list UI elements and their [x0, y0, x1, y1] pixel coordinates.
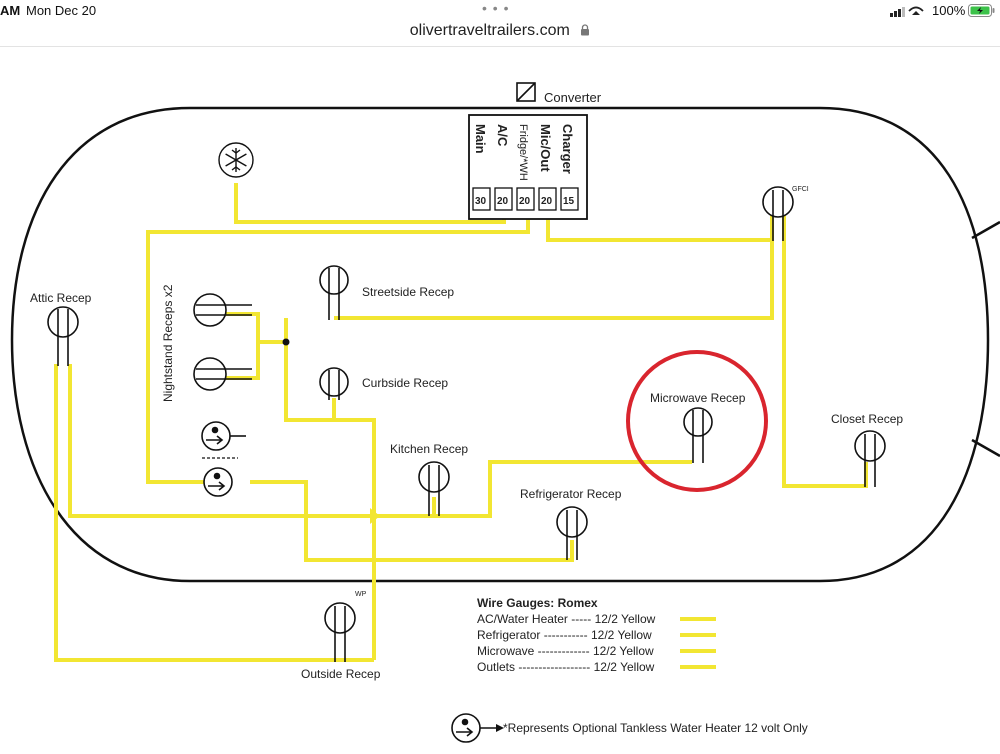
wire-ac: [234, 183, 506, 224]
wire-closet: [782, 212, 868, 488]
wire-attic: [54, 364, 374, 662]
nightstand-receptacle-upper-icon: [193, 293, 252, 327]
wire-junction: [282, 338, 290, 346]
lock-icon: [581, 24, 590, 36]
wire-streetside-drop: [284, 318, 336, 422]
curbside-recep-label: Curbside Recep: [362, 376, 448, 390]
converter-label: Converter: [544, 90, 602, 105]
gfci-label: GFCI: [792, 186, 809, 193]
attic-recep-label: Attic Recep: [30, 291, 92, 305]
wire-runs: [54, 183, 868, 662]
curbside-receptacle-icon: [319, 367, 349, 400]
multitask-dots-icon[interactable]: • • •: [482, 0, 510, 16]
panel-columns: Main A/C Fridge/*WH Mic/Out Charger: [473, 124, 575, 181]
panel-col-main: Main: [473, 124, 488, 154]
receptacles: [47, 186, 886, 662]
panel-col-ac: A/C: [495, 124, 510, 147]
microwave-receptacle-icon: [683, 407, 713, 463]
wire-mic-out: [546, 210, 774, 242]
breaker-main: 30: [475, 196, 487, 207]
battery-percent: 100%: [932, 3, 966, 18]
water-heater-symbols: [201, 421, 246, 497]
water-heater-upper-icon: [201, 421, 246, 459]
legend-title: Wire Gauges: Romex: [477, 596, 598, 610]
refrigerator-recep-label: Refrigerator Recep: [520, 487, 622, 501]
status-date: Mon Dec 20: [26, 3, 97, 18]
kitchen-receptacle-icon: [418, 461, 450, 516]
battery-icon: [968, 4, 995, 17]
outside-recep-label: Outside Recep: [301, 667, 381, 681]
signal-wifi-icons: [890, 6, 924, 17]
trailer-outline: [10, 106, 990, 583]
wire-fridge-branch: [250, 480, 574, 562]
footnote-arrow: [496, 724, 504, 732]
panel-col-charger: Charger: [560, 124, 575, 174]
microwave-recep-label: Microwave Recep: [650, 391, 746, 405]
water-heater-lower-icon: [203, 467, 233, 497]
breaker-ac: 20: [497, 196, 509, 207]
streetside-receptacle-icon: [319, 265, 349, 320]
legend-row-refrigerator: Refrigerator ----------- 12/2 Yellow: [477, 628, 652, 642]
refrigerator-receptacle-icon: [556, 506, 588, 560]
closet-recep-label: Closet Recep: [831, 412, 903, 426]
legend-swatches: [680, 617, 716, 669]
converter-symbol: [516, 82, 536, 102]
ac-snowflake-icon: [218, 142, 254, 178]
attic-receptacle-icon: [47, 306, 79, 366]
wire-gauge-legend: Wire Gauges: Romex AC/Water Heater -----…: [477, 596, 716, 674]
legend-row-ac-water-heater: AC/Water Heater ----- 12/2 Yellow: [477, 612, 656, 626]
panel-col-mic-out: Mic/Out: [538, 124, 553, 172]
breakers: 30 20 20 20 15: [472, 187, 579, 211]
outside-receptacle-icon: [324, 602, 356, 662]
wire-outlets: [334, 240, 774, 320]
url-text[interactable]: olivertraveltrailers.com: [409, 22, 570, 39]
footnote-text: *Represents Optional Tankless Water Heat…: [503, 721, 808, 735]
nightstand-receptacle-lower-icon: [193, 357, 252, 391]
wire-fridge: [146, 210, 530, 484]
streetside-recep-label: Streetside Recep: [362, 285, 454, 299]
trailer-hitch: [971, 220, 1000, 458]
wire-curbside-down: [334, 418, 376, 660]
status-bar: AM Mon Dec 20 • • • 100%: [0, 0, 1000, 22]
footnote-water-heater-icon: [451, 713, 498, 743]
gfci-receptacle-icon: [762, 186, 794, 241]
kitchen-recep-label: Kitchen Recep: [390, 442, 468, 456]
wp-label: WP: [355, 591, 367, 598]
breaker-charger: 15: [563, 196, 575, 207]
address-bar[interactable]: olivertraveltrailers.com: [0, 20, 1000, 47]
microwave-highlight-circle: [626, 350, 768, 492]
nightstand-receps-label: Nightstand Receps x2: [161, 284, 175, 402]
wire-kitchen-micro: [434, 460, 692, 518]
status-time: AM: [0, 3, 21, 18]
breaker-fridge: 20: [519, 196, 531, 207]
breaker-mic-out: 20: [541, 196, 553, 207]
legend-row-outlets: Outlets ------------------ 12/2 Yellow: [477, 660, 655, 674]
legend-row-microwave: Microwave ------------- 12/2 Yellow: [477, 644, 654, 658]
closet-receptacle-icon: [854, 430, 886, 487]
wire-attic-main: [68, 364, 436, 518]
wire-nightstand-bus: [222, 312, 260, 380]
junction-arrow: [370, 508, 380, 524]
panel-col-fridge: Fridge/*WH: [517, 124, 529, 181]
